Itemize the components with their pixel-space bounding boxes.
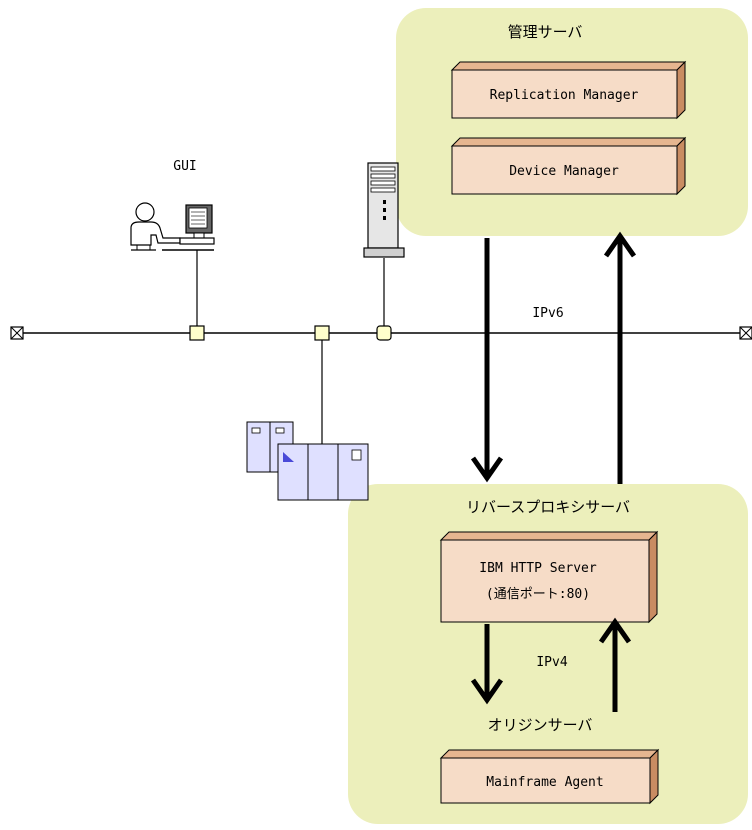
left-terminator <box>10 326 24 340</box>
replication-manager-box: Replication Manager <box>450 60 687 120</box>
ipv6-label: IPv6 <box>532 306 563 321</box>
server-tower-icon <box>363 162 405 258</box>
ibm-http-server-label: IBM HTTP Server <box>479 561 597 576</box>
arrow-down-to-origin <box>470 624 504 705</box>
gui-connector <box>189 325 205 341</box>
arrow-down-to-proxy <box>470 238 504 483</box>
management-server-title: 管理サーバ <box>508 23 583 41</box>
device-manager-box: Device Manager <box>450 136 687 196</box>
ibm-http-server-box: IBM HTTP Server (通信ポート:80) <box>439 530 659 624</box>
origin-server-title: オリジンサーバ <box>488 716 593 734</box>
ibm-http-server-port-label: (通信ポート:80) <box>486 587 590 602</box>
mainframe-agent-box: Mainframe Agent <box>439 748 660 805</box>
mainframe-agent-label: Mainframe Agent <box>486 775 603 790</box>
arrow-up-to-management <box>603 231 637 484</box>
server-connector <box>376 325 392 341</box>
ipv4-label: IPv4 <box>536 655 567 670</box>
replication-manager-label: Replication Manager <box>490 88 639 103</box>
reverse-proxy-title: リバースプロキシサーバ <box>466 498 630 516</box>
right-terminator <box>739 326 752 340</box>
management-server-zone <box>396 8 748 236</box>
storage-connector <box>314 325 330 341</box>
user-pc-icon <box>130 202 215 251</box>
storage-devices-icon <box>246 421 369 501</box>
arrow-up-to-proxy <box>598 617 632 712</box>
gui-label: GUI <box>173 159 196 174</box>
device-manager-label: Device Manager <box>509 164 619 179</box>
